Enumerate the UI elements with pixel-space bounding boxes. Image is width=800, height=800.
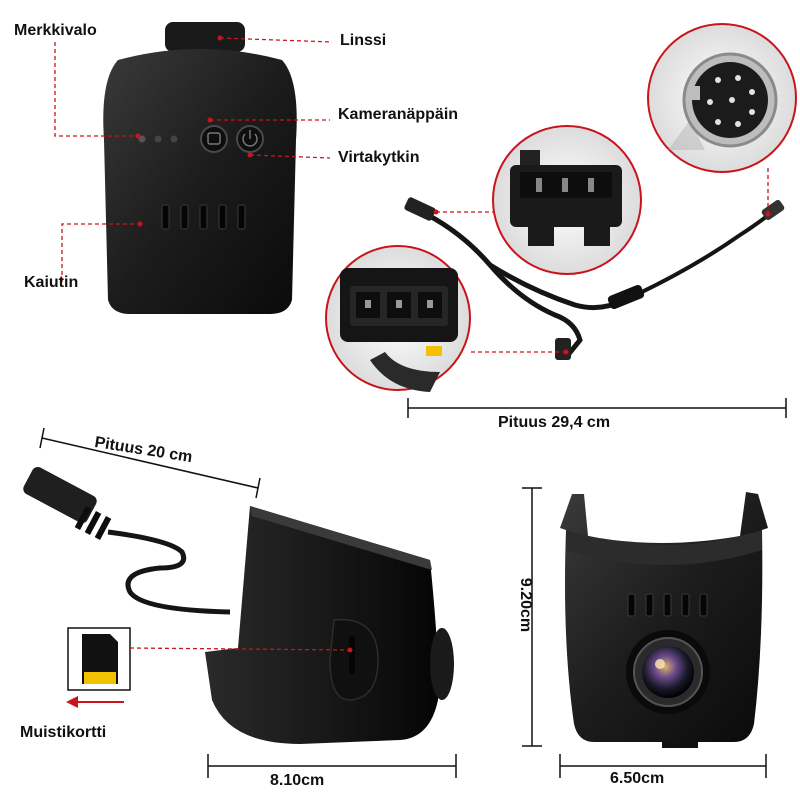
camera-lens-icon: [626, 630, 710, 714]
label-indicator-light: Merkkivalo: [14, 22, 97, 39]
arrow-left-icon: [66, 696, 124, 708]
cable-assembly: [404, 197, 785, 360]
label-speaker: Kaiutin: [24, 274, 79, 291]
indicator-light-3: [170, 135, 178, 143]
indicator-light-2: [154, 135, 162, 143]
label-memory-card: Muistikortti: [20, 724, 107, 741]
zoom-circle-connector-male: [325, 245, 471, 392]
cable-callouts: [436, 168, 769, 353]
lens-mount: [165, 22, 245, 52]
zoom-circle-connector-female: [492, 125, 642, 275]
camera-button-icon: [200, 125, 228, 153]
sd-card-icon: [67, 627, 351, 691]
label-cable-length-long: Pituus 29,4 cm: [498, 414, 611, 431]
side-body: [205, 506, 439, 744]
side-lens-bulge: [430, 628, 454, 700]
zoom-circle-round-connector: [647, 23, 797, 173]
device-front-view: [522, 487, 768, 778]
label-height: 9.20cm: [517, 577, 535, 633]
callout-dots: [135, 35, 253, 227]
device-body: [103, 49, 297, 314]
dimension-cable-long: [407, 398, 787, 418]
callouts-top-left: [54, 37, 333, 282]
label-power-switch: Virtakytkin: [338, 149, 420, 166]
device-back-view: [103, 22, 297, 314]
sd-card-slot: [349, 636, 355, 674]
label-camera-button: Kameranäppäin: [338, 106, 459, 123]
speaker-grille: [161, 204, 246, 230]
short-cable: [23, 466, 231, 615]
label-width-side: 8.10cm: [270, 772, 325, 789]
device-side-view: [23, 427, 457, 778]
label-width-front: 6.50cm: [610, 770, 665, 787]
front-speaker-grille: [627, 593, 708, 617]
indicator-light-1: [138, 135, 146, 143]
label-lens: Linssi: [340, 32, 387, 49]
